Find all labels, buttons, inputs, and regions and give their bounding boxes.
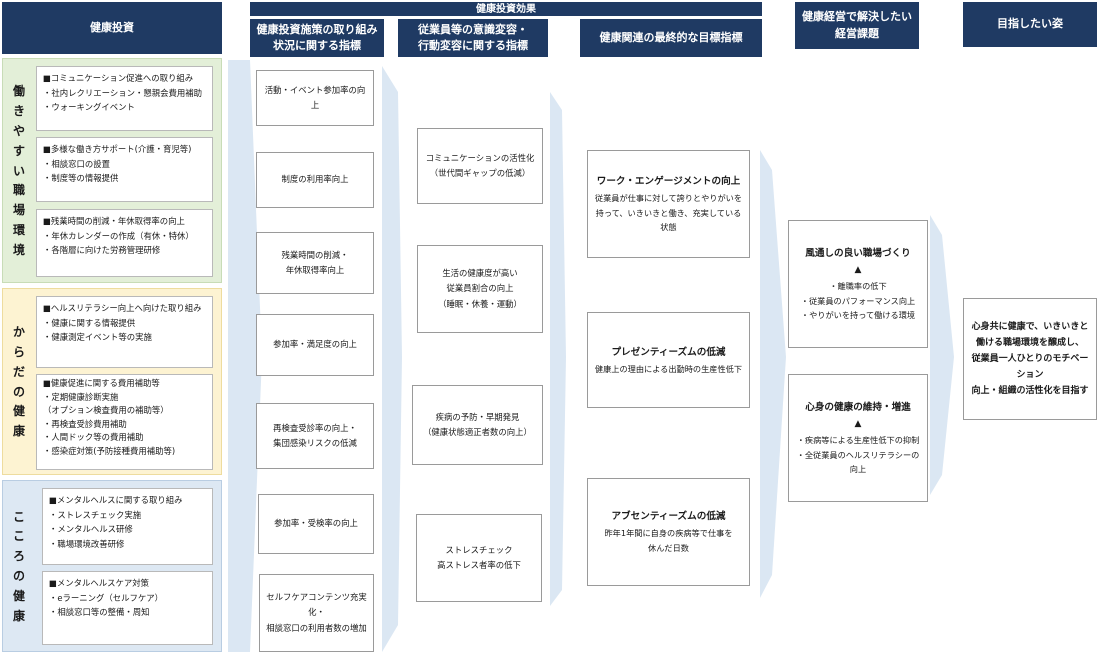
goal-box: 心身共に健康で、いきいきと 働ける職場環境を醸成し、 従業員一人ひとりのモチベー… [963,298,1097,420]
initiative-metric-selfcare: セルフケアコンテンツ充実化・ 相談窓口の利用者数の増加 [259,574,374,652]
awareness-metric-stress: ストレスチェック 高ストレス者率の低下 [416,514,542,602]
category-title: 働きやすい職場環境 [12,84,25,257]
header-investment: 健康投資 [2,2,222,54]
final-metric-desc: 従業員が仕事に対して誇りとやりがいを 持って、いきいきと働き、充実している状態 [594,192,743,233]
header-initiative-metrics: 健康投資施策の取り組み 状況に関する指標 [250,19,384,57]
initiative-metric-satisfaction: 参加率・満足度の向上 [256,314,374,376]
initiative-metric-overtime: 残業時間の削減・ 年休取得率向上 [256,232,374,294]
initiative-card-overtime: ■残業時間の削減・年休取得率の向上 ・年休カレンダーの作成（有休・特休） ・各階… [36,209,213,277]
flow-arrow-5 [930,215,954,495]
issue-mind-body-health: 心身の健康の維持・増進 ▲ ・疾病等による生産性低下の抑制 ・全従業員のヘルスリ… [788,374,928,502]
category-work-environment: 働きやすい職場環境 ■コミュニケーション促進への取り組み ・社内レクリエーション… [2,58,222,283]
header-final-metrics: 健康関連の最終的な目標指標 [580,19,762,57]
category-title: からだの健康 [12,325,25,439]
final-metric-desc: 健康上の理由による出勤時の生産性低下 [594,363,743,374]
header-awareness-metrics: 従業員等の意識変容・ 行動変容に関する指標 [398,19,548,57]
category-mental-health: こころの健康 ■メンタルヘルスに関する取り組み ・ストレスチェック実施 ・メンタ… [2,480,222,652]
initiative-card-mental-health: ■メンタルヘルスに関する取り組み ・ストレスチェック実施 ・メンタルヘルス研修 … [42,488,213,565]
issue-title: 風通しの良い職場づくり [805,247,911,259]
issue-marker: ▲ [854,264,862,275]
awareness-metric-prevention: 疾病の予防・早期発見 （健康状態適正者数の向上） [412,385,543,465]
initiative-metric-participation: 活動・イベント参加率の向上 [256,70,374,126]
final-metric-desc: 昨年1年間に自身の疾病等で仕事を 休んだ日数 [604,528,733,553]
initiative-metric-usage: 制度の利用率向上 [256,152,374,208]
category-physical-health: からだの健康 ■ヘルスリテラシー向上へ向けた取り組み ・健康に関する情報提供 ・… [2,288,222,475]
initiative-card-communication: ■コミュニケーション促進への取り組み ・社内レクリエーション・懇親会費用補助 ・… [36,66,213,131]
final-metric-title: ワーク・エンゲージメントの向上 [596,175,741,187]
issue-marker: ▲ [854,418,862,429]
awareness-metric-lifestyle: 生活の健康度が高い 従業員割合の向上 （睡眠・休養・運動） [417,245,543,333]
initiative-metric-reexam: 再検査受診率の向上・ 集団感染リスクの低減 [256,403,374,469]
issue-desc: ・疾病等による生産性低下の抑制 ・全従業員のヘルスリテラシーの向上 [796,434,920,475]
final-metric-title: プレゼンティーズムの低減 [611,346,726,358]
flow-arrow-2 [382,66,402,652]
header-goal: 目指したい姿 [963,2,1097,47]
initiative-card-health-literacy: ■ヘルスリテラシー向上へ向けた取り組み ・健康に関する情報提供 ・健康測定イベン… [36,296,213,368]
final-metric-title: アブセンティーズムの低減 [611,511,726,523]
initiative-card-mental-care: ■メンタルヘルスケア対策 ・eラーニング（セルフケア） ・相談窓口等の整備・周知 [42,571,213,645]
flow-arrow-4 [760,150,786,598]
header-effect: 健康投資効果 [250,2,762,16]
initiative-card-flexible-work: ■多様な働き方サポート(介護・育児等) ・相談窓口の設置 ・制度等の情報提供 [36,137,213,202]
category-title: こころの健康 [12,509,25,623]
awareness-metric-communication: コミュニケーションの活性化 （世代間ギャップの低減） [417,128,543,204]
flow-arrow-3 [550,92,566,606]
issue-open-workplace: 風通しの良い職場づくり ▲ ・離職率の低下 ・従業員のパフォーマンス向上 ・やり… [788,220,928,348]
initiative-card-health-subsidy: ■健康促進に関する費用補助等 ・定期健康診断実施 （オプション検査費用の補助等）… [36,374,213,470]
final-metric-absenteeism: アブセンティーズムの低減 昨年1年間に自身の疾病等で仕事を 休んだ日数 [587,478,750,586]
final-metric-presenteeism: プレゼンティーズムの低減 健康上の理由による出勤時の生産性低下 [587,312,750,408]
flow-arrow-1 [228,60,262,652]
initiative-metric-exam-rate: 参加率・受検率の向上 [258,494,374,554]
final-metric-engagement: ワーク・エンゲージメントの向上 従業員が仕事に対して誇りとやりがいを 持って、い… [587,150,750,258]
issue-title: 心身の健康の維持・増進 [805,401,911,413]
issue-desc: ・離職率の低下 ・従業員のパフォーマンス向上 ・やりがいを持って働ける環境 [800,280,916,321]
header-issues: 健康経営で解決したい 経営課題 [795,2,919,49]
